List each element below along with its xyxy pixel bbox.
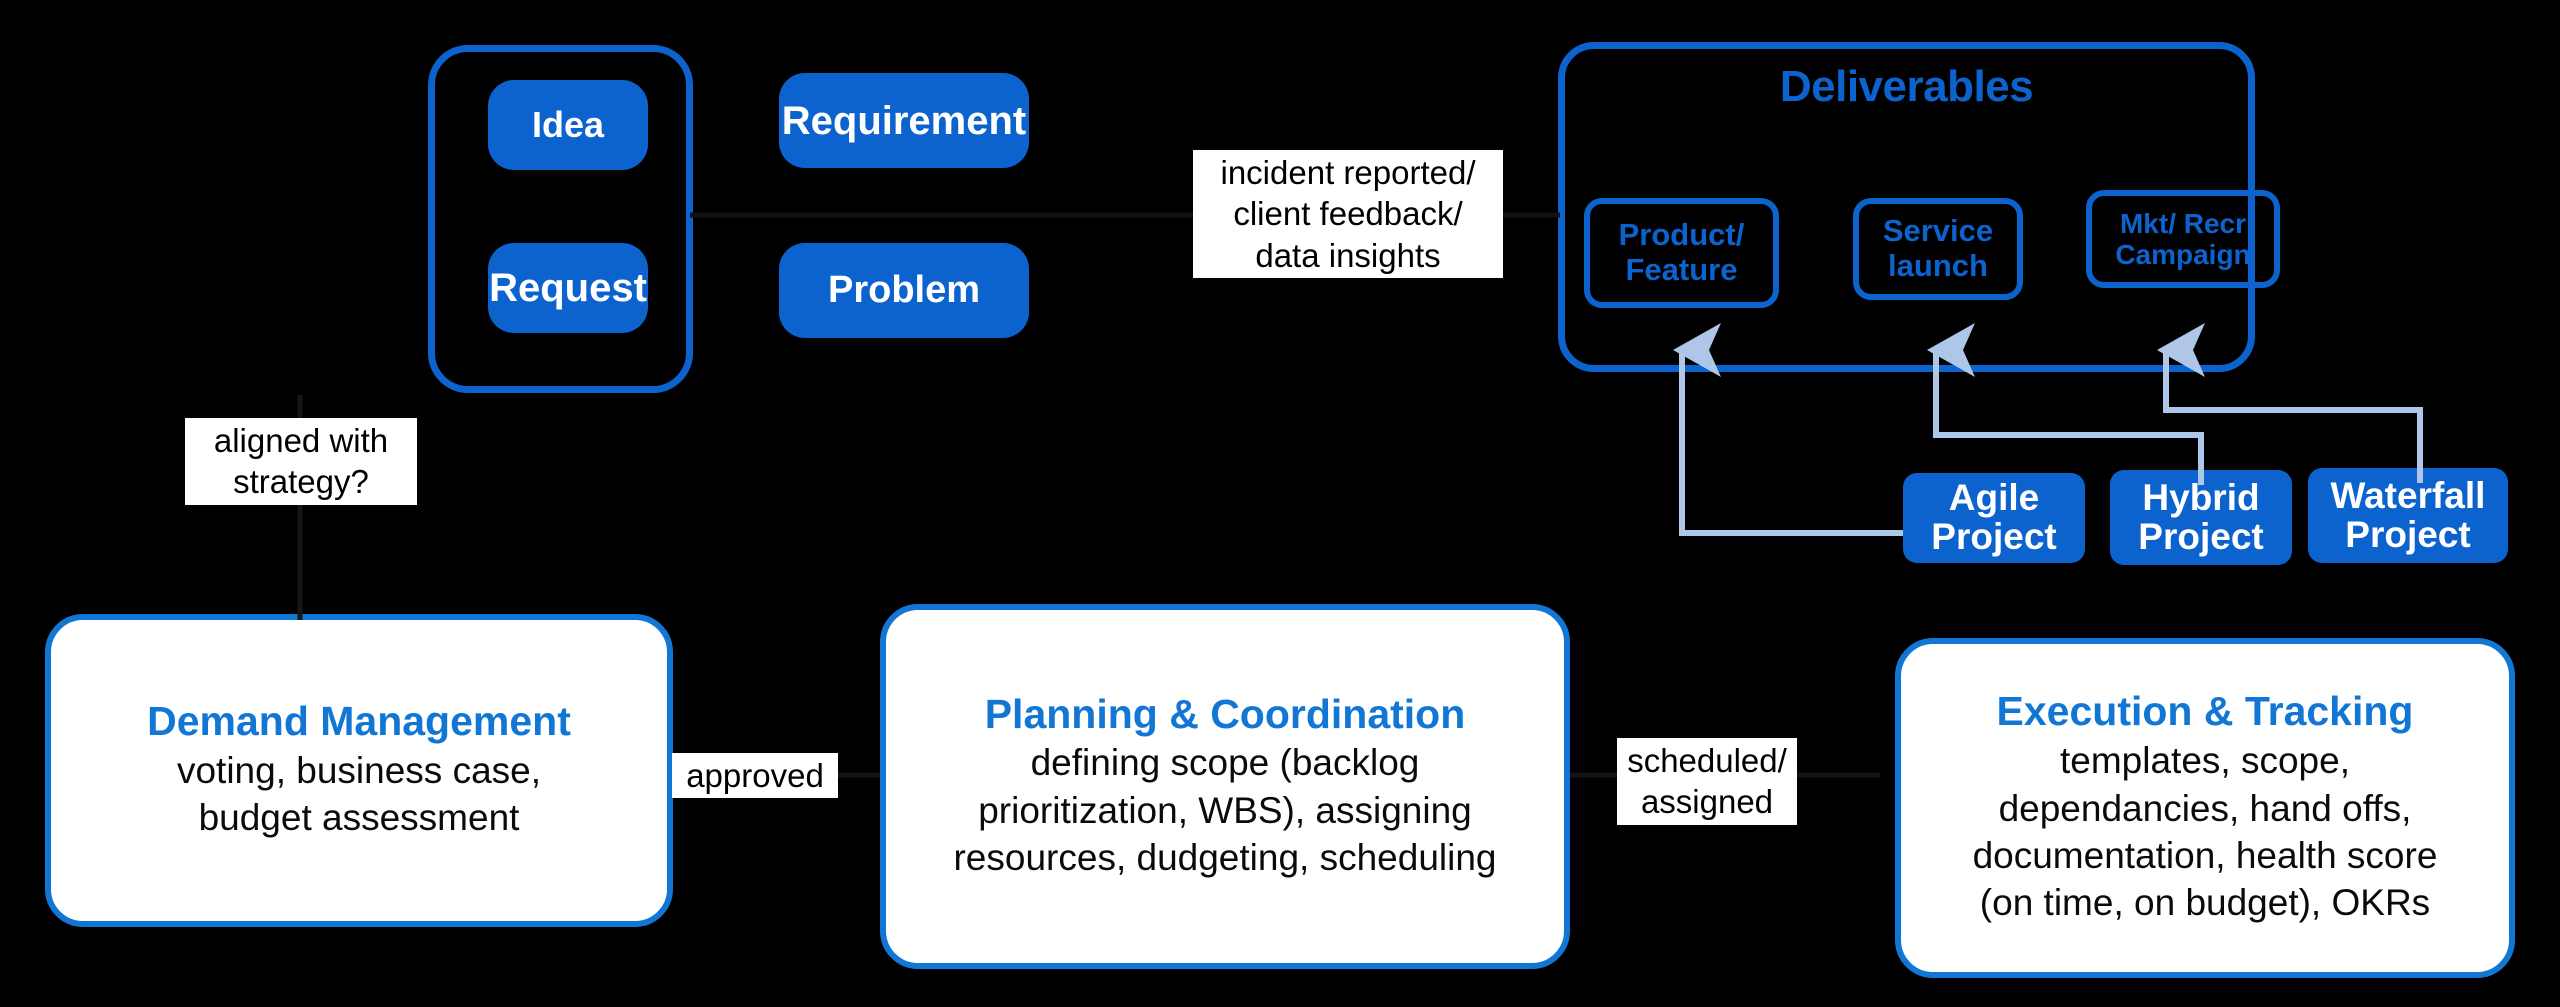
stage-card-execution-tracking[interactable]: Execution & Tracking templates, scope, d… [1895,638,2515,978]
deliverables-container [1558,42,2255,372]
project-type-hybrid[interactable]: Hybrid Project [2110,470,2292,565]
stage-card-planning-coordination[interactable]: Planning & Coordination defining scope (… [880,604,1570,969]
deliverable-service-launch[interactable]: Service launch [1853,198,2023,300]
project-type-waterfall[interactable]: Waterfall Project [2308,468,2508,563]
connector-agile-to-product [1673,323,1903,536]
deliverable-mkt-recr-campaign[interactable]: Mkt/ Recr Campaign [2086,190,2280,288]
edge-label-scheduled-assigned: scheduled/ assigned [1617,738,1797,825]
stage-title-planning-coordination: Planning & Coordination [984,690,1466,737]
intake-chip-request[interactable]: Request [488,243,648,333]
stage-body-planning-coordination: defining scope (backlog prioritization, … [953,742,1497,879]
stage-body-demand-management: voting, business case, budget assessment [176,750,542,839]
deliverables-title: Deliverables [1779,62,2034,111]
deliverable-product-feature[interactable]: Product/ Feature [1584,198,1779,308]
edge-label-approved: approved [672,753,838,799]
stage-title-execution-tracking: Execution & Tracking [1996,688,2414,735]
project-type-agile[interactable]: Agile Project [1903,473,2085,563]
demand-intake-container [428,45,693,393]
edge-label-aligned-with-strategy: aligned with strategy? [185,418,417,505]
stage-title-demand-management: Demand Management [147,698,571,745]
intake-chip-idea[interactable]: Idea [488,80,648,170]
stage-card-demand-management[interactable]: Demand Management voting, business case,… [45,614,673,927]
edge-label-incident-reported: incident reported/ client feedback/ data… [1193,150,1503,278]
intake-chip-problem[interactable]: Problem [779,243,1029,338]
stage-body-execution-tracking: templates, scope, dependancies, hand off… [1972,740,2438,924]
intake-chip-requirement[interactable]: Requirement [779,73,1029,168]
